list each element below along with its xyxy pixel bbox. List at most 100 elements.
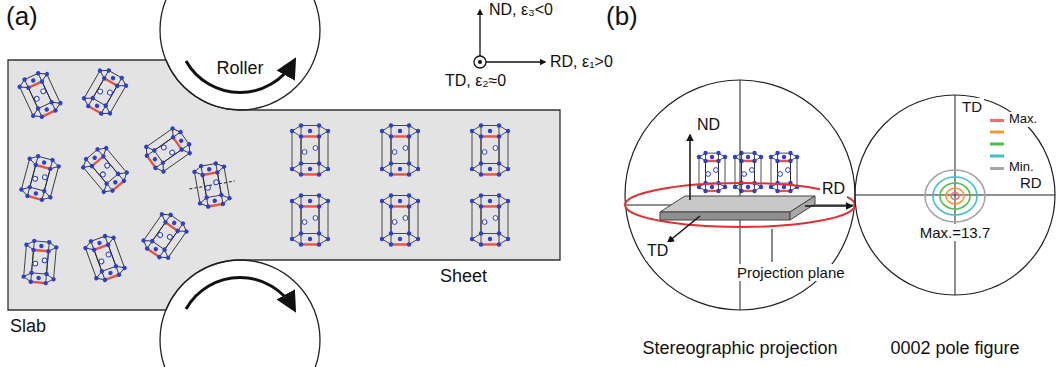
hcp-cell <box>380 123 420 176</box>
crystal-stroke <box>208 204 223 207</box>
crystal-stroke <box>21 159 29 190</box>
crystal-stroke <box>92 155 98 161</box>
crystal-stroke <box>775 159 779 163</box>
crystal-stroke <box>198 164 203 169</box>
crystal-stroke <box>101 75 107 81</box>
crystal-stroke <box>299 161 303 165</box>
crystal-stroke <box>42 258 47 263</box>
hcp-cell <box>290 123 330 176</box>
crystal-stroke <box>49 99 55 105</box>
crystal-stroke <box>111 235 117 241</box>
crystal-stroke <box>418 131 419 169</box>
crystal-stroke <box>162 219 168 225</box>
crystal-stroke <box>29 270 34 275</box>
crystal-stroke <box>220 201 225 206</box>
crystal-stroke <box>389 242 393 246</box>
crystal-stroke <box>317 123 321 127</box>
nd-arrow <box>689 135 691 200</box>
crystal-stroke <box>392 220 397 225</box>
crystal-stroke <box>775 151 779 155</box>
crystal-stroke <box>115 171 121 177</box>
crystal-stroke <box>23 272 54 284</box>
crystal-stroke <box>124 170 130 176</box>
crystal-stroke <box>31 282 46 283</box>
crystal-stroke <box>723 155 727 159</box>
crystal-stroke <box>777 153 778 183</box>
crystal-stroke <box>389 204 393 208</box>
crystal-stroke <box>416 199 420 203</box>
crystal-stroke <box>313 216 318 221</box>
rd-arrow <box>805 205 852 207</box>
crystal-stroke <box>301 135 319 137</box>
crystal-stroke <box>481 205 499 207</box>
crystal-stroke <box>104 162 111 169</box>
axis-label: RD <box>820 180 847 198</box>
crystal-stroke <box>703 151 707 155</box>
legend-line <box>990 131 1004 134</box>
crystal-stroke <box>219 192 224 197</box>
crystal-stroke <box>152 156 158 162</box>
crystal-stroke <box>472 164 508 175</box>
crystal-stroke <box>189 181 234 189</box>
crystal-stroke <box>497 172 501 176</box>
crystal-stroke <box>110 86 126 114</box>
crystal-stroke <box>44 272 49 277</box>
crystal-stroke <box>389 123 393 127</box>
hcp-cell <box>697 151 727 193</box>
crystal-stroke <box>24 242 29 247</box>
crystal-stroke <box>718 153 719 183</box>
crystal-stroke <box>34 96 40 102</box>
crystal-stroke <box>497 193 501 197</box>
pole-figure-circle <box>855 95 1055 295</box>
crystal-stroke <box>21 274 26 279</box>
contour <box>946 188 964 204</box>
crystal-stroke <box>705 153 706 183</box>
crystal-stroke <box>99 269 105 275</box>
crystal-stroke <box>97 240 103 246</box>
crystal-stroke <box>47 240 52 245</box>
crystal-stroke <box>194 162 225 176</box>
crystal-stroke <box>39 79 45 85</box>
crystal-stroke <box>33 162 38 167</box>
crystal-stroke <box>301 205 319 207</box>
crystal-stroke <box>160 160 166 166</box>
crystal-stroke <box>499 126 500 164</box>
crystal-stroke <box>290 167 294 171</box>
crystal-stroke <box>159 211 165 217</box>
crystal-stroke <box>36 276 41 281</box>
crystal-stroke <box>166 234 173 241</box>
crystal-stroke <box>771 153 797 161</box>
crystal-stroke <box>212 198 217 203</box>
reference-sphere <box>625 80 855 310</box>
crystal-stroke <box>699 153 725 161</box>
crystal-stroke <box>409 196 410 234</box>
crystal-stroke <box>733 155 737 159</box>
crystal-stroke <box>51 277 56 282</box>
crystal-stroke <box>497 123 501 127</box>
part-label: Roller <box>216 58 263 79</box>
axis-label: TD <box>645 242 670 260</box>
crystal-stroke <box>497 204 501 208</box>
crystal-stroke <box>716 151 720 155</box>
hcp-cell <box>77 142 133 199</box>
td-axis-symbol <box>474 56 486 68</box>
crystal-stroke <box>97 88 104 95</box>
crystal-stroke <box>123 83 129 89</box>
crystal-stroke <box>31 99 62 120</box>
crystal-stroke <box>391 243 409 245</box>
crystal-stroke <box>99 171 106 178</box>
crystal-stroke <box>91 247 97 253</box>
crystal-stroke <box>215 170 220 175</box>
crystal-stroke <box>326 167 330 171</box>
crystal-stroke <box>479 172 483 176</box>
crystal-stroke <box>493 216 498 221</box>
crystal-stroke <box>204 195 209 200</box>
crystal-stroke <box>301 126 302 164</box>
crystal-stroke <box>317 161 321 165</box>
crystal-stroke <box>169 126 194 156</box>
nd-axis <box>479 10 480 56</box>
crystal-stroke <box>156 254 162 260</box>
crystal-stroke <box>44 107 50 113</box>
crystal-stroke <box>409 126 410 164</box>
crystal-stroke <box>389 134 393 138</box>
